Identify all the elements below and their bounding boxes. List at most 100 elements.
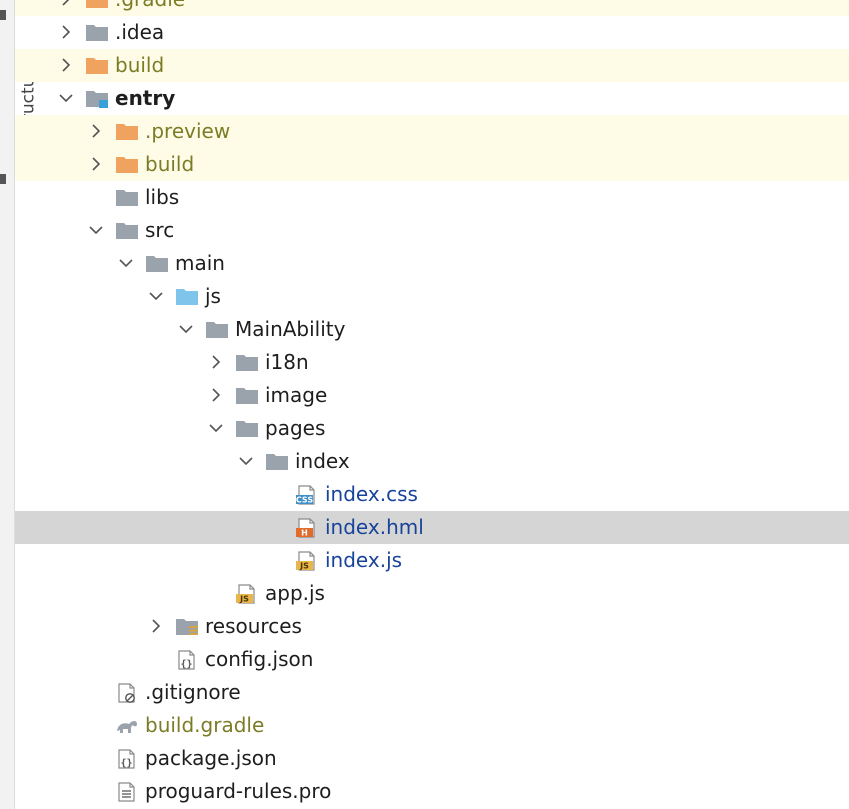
folder-blue-icon [175, 280, 199, 313]
tree-item-label: resources [205, 614, 302, 638]
tree-row[interactable]: .idea [15, 16, 849, 49]
resources-folder-icon [175, 610, 199, 643]
tree-item-label: .gradle [115, 0, 185, 16]
tree-row[interactable]: index [15, 445, 849, 478]
tree-row[interactable]: JS index.js [15, 544, 849, 577]
chevron-down-icon[interactable] [207, 412, 227, 445]
tree-row[interactable]: image [15, 379, 849, 412]
tree-row[interactable]: {} config.json [15, 643, 849, 676]
tree-row[interactable]: resources [15, 610, 849, 643]
js-file-icon: JS [235, 577, 259, 610]
tree-item-label: .gitignore [145, 680, 241, 704]
chevron-down-icon[interactable] [177, 313, 197, 346]
chevron-right-icon[interactable] [207, 346, 227, 379]
tree-item-label: js [205, 284, 221, 308]
svg-text:JS: JS [239, 595, 249, 604]
tree-row[interactable]: CSS index.css [15, 478, 849, 511]
js-file-icon: JS [295, 544, 319, 577]
tree-item-label: MainAbility [235, 317, 346, 341]
tree-item-label: .preview [145, 119, 231, 143]
tree-item-label: pages [265, 416, 326, 440]
chevron-down-icon[interactable] [117, 247, 137, 280]
tree-item-label: index.js [325, 548, 403, 572]
tree-row[interactable]: JS app.js [15, 577, 849, 610]
tree-row[interactable]: .gitignore [15, 676, 849, 709]
tree-item-label: index.hml [325, 515, 424, 539]
hml-file-icon: H [295, 511, 319, 544]
tree-row[interactable]: build [15, 49, 849, 82]
tree-item-label: build.gradle [145, 713, 265, 737]
folder-icon [85, 16, 109, 49]
tree-row[interactable]: entry [15, 82, 849, 115]
module-folder-icon [85, 82, 109, 115]
side-tool-window-strip: 7: Structure [0, 0, 39, 809]
project-tree[interactable]: .gradle .idea build entry .preview build libs s… [15, 0, 849, 809]
folder-orange-icon [115, 148, 139, 181]
folder-orange-icon [85, 0, 109, 16]
gradle-file-icon [115, 709, 139, 742]
tree-item-label: main [175, 251, 225, 275]
chevron-down-icon[interactable] [57, 82, 77, 115]
tree-row[interactable]: libs [15, 181, 849, 214]
chevron-right-icon[interactable] [57, 0, 77, 16]
tree-row[interactable]: MainAbility [15, 313, 849, 346]
folder-icon [115, 214, 139, 247]
tree-item-label: libs [145, 185, 180, 209]
css-file-icon: CSS [295, 478, 319, 511]
folder-icon [235, 412, 259, 445]
tree-row[interactable]: build.gradle [15, 709, 849, 742]
tree-item-label: index [295, 449, 350, 473]
tree-row[interactable]: proguard-rules.pro [15, 775, 849, 808]
svg-text:H: H [301, 529, 308, 538]
chevron-down-icon[interactable] [147, 280, 167, 313]
folder-icon [115, 181, 139, 214]
chevron-right-icon[interactable] [87, 148, 107, 181]
tree-item-label: src [145, 218, 175, 242]
text-file-icon [115, 775, 139, 808]
folder-icon [235, 346, 259, 379]
tree-item-label: entry [115, 86, 176, 110]
tree-item-label: build [115, 53, 165, 77]
folder-orange-icon [85, 49, 109, 82]
tree-item-label: image [265, 383, 328, 407]
svg-text:JS: JS [299, 562, 309, 571]
tree-row[interactable]: main [15, 247, 849, 280]
tree-item-label: proguard-rules.pro [145, 779, 332, 803]
tree-item-label: build [145, 152, 195, 176]
chevron-right-icon[interactable] [147, 610, 167, 643]
json-file-icon: {} [115, 742, 139, 775]
tree-item-label: i18n [265, 350, 309, 374]
tree-row[interactable]: .preview [15, 115, 849, 148]
tree-row[interactable]: i18n [15, 346, 849, 379]
folder-icon [265, 445, 289, 478]
tree-item-label: config.json [205, 647, 314, 671]
folder-orange-icon [115, 115, 139, 148]
tree-row[interactable]: build [15, 148, 849, 181]
folder-icon [235, 379, 259, 412]
chevron-right-icon[interactable] [87, 115, 107, 148]
chevron-right-icon[interactable] [207, 379, 227, 412]
gitignore-file-icon [115, 676, 139, 709]
folder-icon [205, 313, 229, 346]
strip-marker [0, 10, 6, 20]
tree-row[interactable]: {} package.json [15, 742, 849, 775]
chevron-down-icon[interactable] [87, 214, 107, 247]
tree-row[interactable]: pages [15, 412, 849, 445]
svg-text:CSS: CSS [296, 496, 313, 505]
svg-text:{}: {} [180, 659, 192, 670]
folder-icon [145, 247, 169, 280]
json-file-icon: {} [175, 643, 199, 676]
tree-item-label: app.js [265, 581, 325, 605]
tree-row[interactable]: src [15, 214, 849, 247]
chevron-down-icon[interactable] [237, 445, 257, 478]
tree-item-label: index.css [325, 482, 418, 506]
structure-tab-icon[interactable] [0, 174, 6, 184]
chevron-right-icon[interactable] [57, 16, 77, 49]
tree-item-label: .idea [115, 20, 165, 44]
tree-row[interactable]: .gradle [15, 0, 849, 16]
chevron-right-icon[interactable] [57, 49, 77, 82]
tree-row[interactable]: js [15, 280, 849, 313]
svg-text:{}: {} [120, 758, 132, 769]
tree-item-label: package.json [145, 746, 277, 770]
